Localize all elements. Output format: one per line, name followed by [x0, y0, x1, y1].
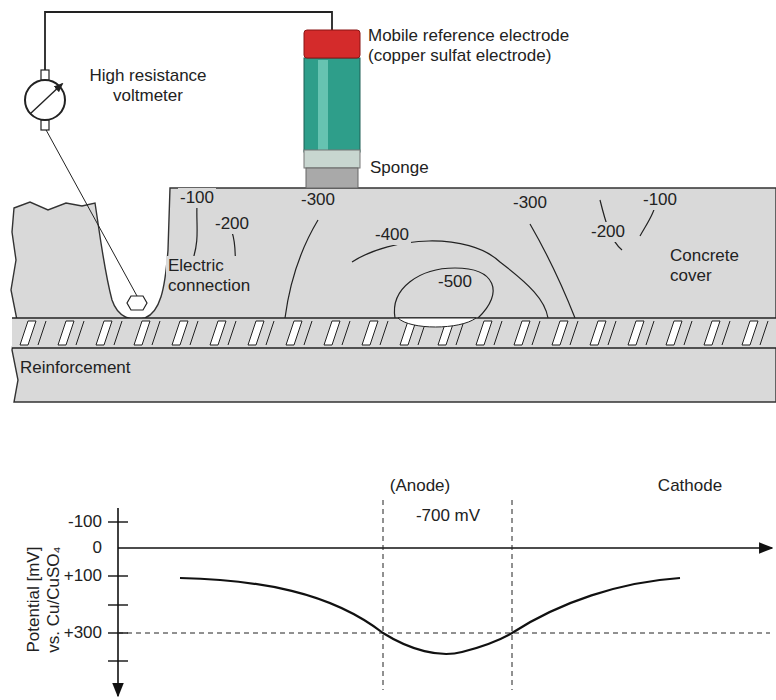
potential-graph-part [118, 500, 770, 690]
reinforcement-bar-part [210, 321, 236, 345]
reinforcement-bar-part [742, 321, 768, 345]
part-label: Reinforcement [20, 358, 131, 378]
reinforcement-bar-part [12, 318, 776, 348]
reinforcement-bar-part [476, 321, 502, 345]
reinforcement-bar-part [324, 321, 350, 345]
reference-electrode-part [318, 60, 328, 150]
reinforcement-bar-part [248, 321, 274, 345]
part-label: Cathode [658, 476, 722, 496]
reinforcement-bar-part [552, 321, 578, 345]
potential-graph-part-part [108, 660, 128, 661]
axis-title: Potential [mV] vs. Cu/CuSO₄ [24, 536, 63, 664]
potential-graph-part [180, 578, 680, 654]
potential-value: -300 [511, 193, 549, 213]
equipotential-lines-part [640, 205, 655, 236]
potential-graph-part-part [108, 604, 128, 605]
reference-electrode [304, 30, 360, 188]
equipotential-lines-part [530, 224, 575, 318]
voltmeter-symbol-part [25, 80, 65, 120]
reinforcement-bar-part [628, 321, 654, 345]
part-label: High resistance voltmeter [68, 66, 228, 105]
wires-part [45, 128, 137, 296]
voltmeter-symbol-part [41, 120, 49, 130]
part-label: Electric connection [166, 256, 265, 295]
reinforcement-bar-part [704, 321, 730, 345]
part-label: -700 mV [416, 506, 480, 526]
potential-graph-part [118, 547, 772, 549]
wires [45, 12, 332, 296]
reference-electrode-part [306, 168, 358, 188]
reinforcement-bar-part [666, 321, 692, 345]
potential-graph-part [117, 508, 119, 696]
potential-value: -500 [436, 272, 474, 292]
reinforcement-bar-part [12, 317, 776, 318]
part-label: Mobile reference electrode (copper sulfa… [368, 26, 598, 65]
equipotential-lines-part [192, 205, 197, 262]
reinforcement-bar-part [134, 321, 160, 345]
potential-value: -200 [213, 214, 251, 234]
reinforcement-bar-part [12, 347, 776, 348]
potential-graph-part-part [108, 575, 128, 576]
concrete-slab [11, 188, 776, 402]
voltmeter-symbol-part [41, 70, 49, 80]
reinforcement-bar [12, 318, 776, 348]
part-label: Concrete cover [668, 246, 762, 285]
potential-graph [108, 500, 772, 696]
corrosion-pit [398, 318, 476, 327]
potential-value: -400 [373, 225, 411, 245]
reinforcement-bar-part [58, 321, 84, 345]
potential-value: -100 [641, 190, 679, 210]
reinforcement-bar-part [96, 321, 122, 345]
potential-graph-part-part [383, 500, 384, 690]
part-label: Sponge [370, 158, 429, 178]
axis-tick-label: +100 [64, 566, 102, 586]
potential-value: -300 [299, 190, 337, 210]
part-label: (Anode) [390, 476, 450, 496]
reinforcement-bar-part [514, 321, 540, 345]
reinforcement-bar-part [590, 321, 616, 345]
reference-electrode-part [304, 150, 360, 168]
potential-graph-part-part [512, 500, 513, 690]
reinforcement-bar-part [362, 321, 388, 345]
equipotential-lines-part [394, 268, 493, 318]
voltmeter-symbol-part [30, 84, 62, 114]
equipotential-lines-part [285, 220, 318, 318]
reinforcement-bar-part [20, 321, 46, 345]
reference-electrode-part [304, 58, 360, 152]
potential-value: -100 [178, 188, 216, 208]
connection-clamp [127, 296, 147, 310]
axis-tick-label: +300 [64, 623, 102, 643]
reference-electrode-part [304, 30, 360, 58]
axis-tick-label: -100 [68, 512, 102, 532]
potential-value: -200 [589, 222, 627, 242]
concrete-slab-part [11, 188, 776, 402]
potential-graph-part-part [118, 633, 770, 634]
reinforcement-bar-part [172, 321, 198, 345]
equipotential-lines-part [352, 241, 548, 318]
potential-graph-part [108, 522, 128, 661]
reinforcement-bar-part [286, 321, 312, 345]
axis-tick-label: 0 [93, 538, 102, 558]
wires-part [45, 12, 332, 72]
voltmeter-symbol [25, 70, 65, 130]
potential-graph-part-part [108, 521, 128, 522]
